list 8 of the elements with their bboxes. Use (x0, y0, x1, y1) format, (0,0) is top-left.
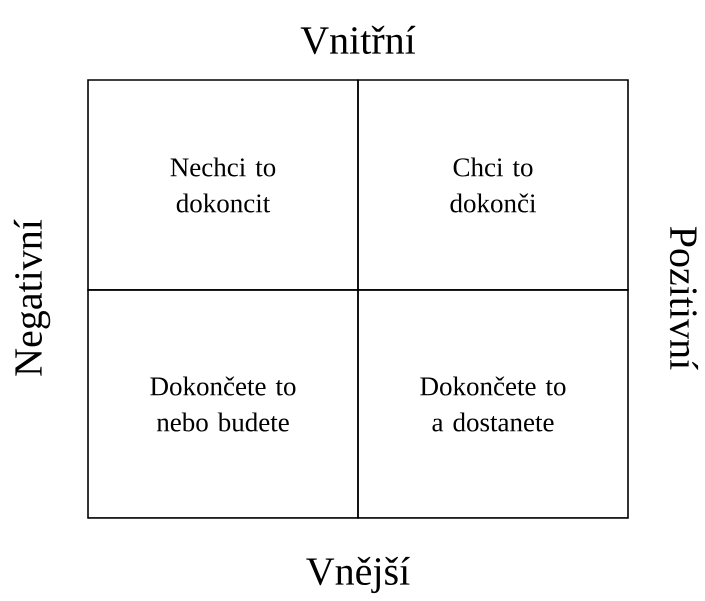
quadrant-box: Nechci to dokoncit (87, 79, 359, 291)
quadrant-box: Chci to dokonči (357, 79, 629, 291)
quadrant-box: Dokončete to a dostanete (357, 289, 629, 519)
axis-label: Pozitivní (670, 226, 698, 370)
axis-label: Negativní (14, 220, 50, 376)
axis-label: Vnitřní (300, 26, 416, 54)
axis-label: Vnější (306, 556, 410, 594)
quadrant-box: Dokončete to nebo budete (87, 289, 359, 519)
